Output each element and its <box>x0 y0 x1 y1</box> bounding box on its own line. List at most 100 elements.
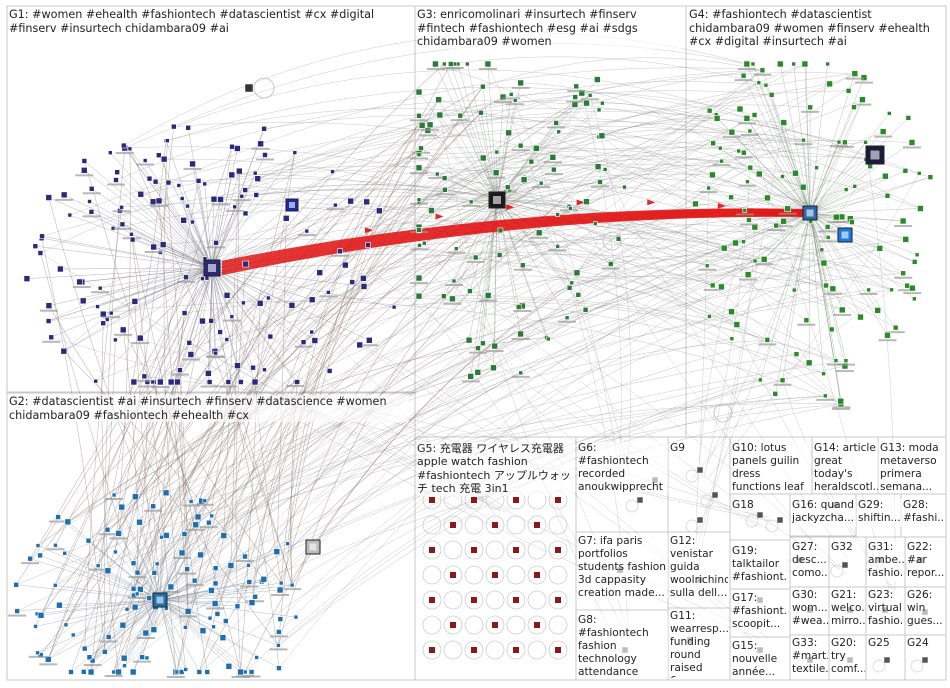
node-g2-label-112 <box>128 597 146 599</box>
node-g4-91 <box>709 172 715 178</box>
node-g1-48 <box>263 368 267 372</box>
node-g1-111 <box>157 379 163 385</box>
node-g3-53 <box>576 292 581 297</box>
node-g3-7 <box>594 77 600 83</box>
node-g3-88 <box>556 213 560 217</box>
node-g2-63 <box>116 669 122 675</box>
node-g4-72 <box>802 61 808 67</box>
small-node-19 <box>922 657 928 663</box>
node-g4-67 <box>887 111 891 115</box>
node-g4-22 <box>773 391 778 396</box>
node-g3-70 <box>551 167 556 172</box>
edge-down-31 <box>454 281 840 568</box>
g5-ring-1-6 <box>549 516 567 534</box>
edge-g1-48 <box>212 268 265 370</box>
node-g2-59 <box>28 556 33 561</box>
small-node-6 <box>777 517 783 523</box>
node-g1-30 <box>209 318 214 323</box>
node-g1-38 <box>80 298 86 304</box>
node-g3-93 <box>419 122 425 128</box>
node-g2-label-16 <box>236 560 254 562</box>
node-g1-label-27 <box>114 334 132 336</box>
small-node-9 <box>842 562 848 568</box>
node-g2-25 <box>152 570 157 575</box>
node-g1-label-29 <box>177 281 195 283</box>
node-g4-113 <box>729 195 734 200</box>
node-g2-112 <box>135 592 139 596</box>
node-g2-label-59 <box>21 562 39 564</box>
node-g2-110 <box>105 568 111 574</box>
node-g3-label-42 <box>558 321 576 323</box>
node-g4-15 <box>859 97 865 103</box>
node-g2-113 <box>121 655 127 661</box>
node-g2-51 <box>223 619 228 624</box>
node-g3-103 <box>568 206 572 210</box>
node-g4-label-21 <box>819 230 837 232</box>
node-g4-5 <box>760 68 765 73</box>
node-g4-label-5 <box>753 74 771 76</box>
node-g1-26 <box>180 197 184 201</box>
node-g3-label-105 <box>410 119 428 121</box>
node-g3-89 <box>428 208 434 214</box>
node-g2-85 <box>163 532 169 538</box>
node-g3-label-14 <box>419 134 437 136</box>
node-g1-label-139 <box>145 251 163 253</box>
node-g3-label-65 <box>530 237 548 239</box>
edge-g4-25 <box>810 107 854 213</box>
group-label-g4: G4: #fashiontech #datascientist chidamba… <box>689 8 944 49</box>
node-g2-11 <box>132 494 138 500</box>
node-g3-56 <box>449 296 455 302</box>
node-g2-64 <box>193 522 199 528</box>
node-g4-47 <box>800 184 806 190</box>
node-g4-label-1 <box>794 143 812 145</box>
node-g1-95 <box>199 318 205 324</box>
node-g4-label-114 <box>735 79 753 81</box>
node-g2-label-64 <box>187 529 205 531</box>
node-g2-29 <box>183 625 187 629</box>
node-g2-21 <box>246 563 250 567</box>
node-g2-77 <box>160 535 164 539</box>
node-g1-36 <box>89 186 94 191</box>
node-g4-45 <box>822 372 826 376</box>
node-g4-label-95 <box>832 408 850 410</box>
node-g2-52 <box>274 549 280 555</box>
node-g1-label-104 <box>113 210 131 212</box>
g5-ring-4-1 <box>444 591 462 609</box>
g5-ring-5-4 <box>507 616 525 634</box>
edge-g3-22 <box>419 200 497 203</box>
node-g2-label-15 <box>99 533 117 535</box>
node-g1-label-98 <box>91 291 109 293</box>
node-g4-77 <box>853 184 857 188</box>
hub-node-g2-inner <box>157 597 164 604</box>
node-g4-label-27 <box>738 185 756 187</box>
node-g1-24 <box>160 242 166 248</box>
node-g2-45 <box>123 664 127 668</box>
node-g3-label-102 <box>602 267 620 269</box>
node-g1-77 <box>327 368 332 373</box>
node-g3-label-8 <box>494 101 512 103</box>
node-g1-46 <box>175 379 181 385</box>
loop-1 <box>254 78 274 98</box>
node-g3-109 <box>593 222 597 226</box>
small-ring-2 <box>686 470 698 482</box>
node-g4-53 <box>884 332 890 338</box>
node-g4-33 <box>780 378 785 383</box>
node-g3-label-18 <box>467 261 485 263</box>
node-g3-54 <box>599 133 605 139</box>
node-g2-label-61 <box>84 664 102 666</box>
node-g1-label-42 <box>326 208 344 210</box>
node-g3-65 <box>536 230 542 236</box>
node-g2-26 <box>294 615 298 619</box>
node-g3-83 <box>583 307 588 312</box>
node-g4-85 <box>728 309 734 315</box>
node-g4-4 <box>711 141 716 146</box>
g5-node-5-5 <box>534 622 540 628</box>
small-node-18 <box>884 657 890 663</box>
node-g2-label-47 <box>179 615 197 617</box>
node-g2-30 <box>63 551 67 555</box>
node-g1-45 <box>262 152 267 157</box>
node-g2-62 <box>226 663 232 669</box>
g5-node-4-2 <box>471 597 477 603</box>
node-g1-label-106 <box>319 295 337 297</box>
node-g4-7 <box>785 206 791 212</box>
